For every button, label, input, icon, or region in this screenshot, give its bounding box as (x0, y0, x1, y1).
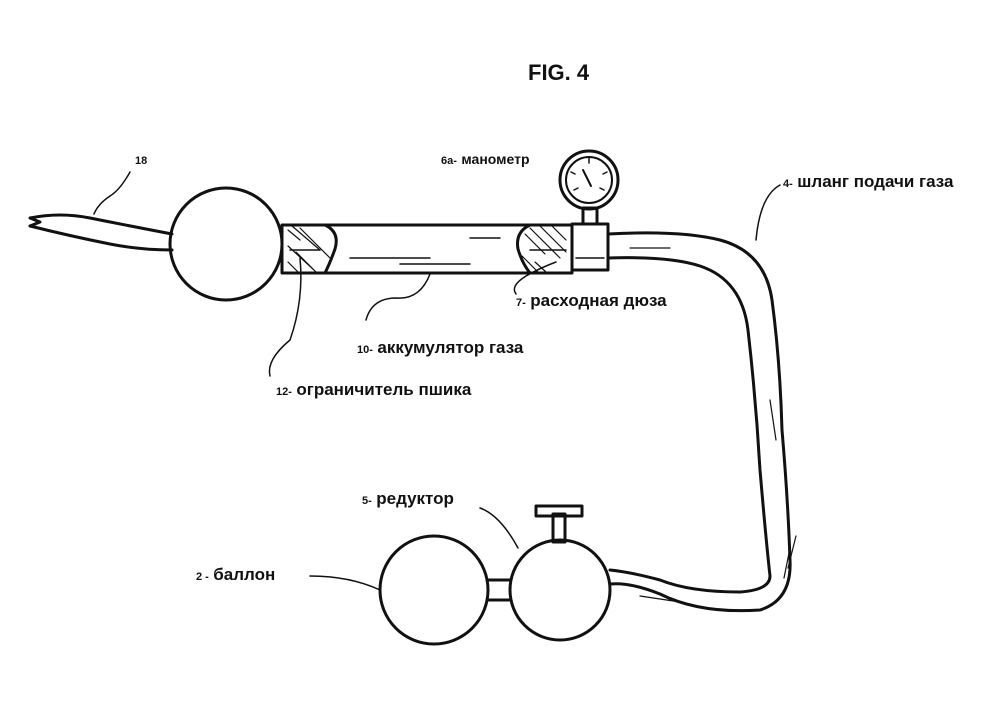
label-reducer-num: 5- (362, 495, 372, 507)
gauge-dial (558, 149, 620, 211)
leader-2 (309, 575, 381, 591)
label-cylinder-text: баллон (213, 565, 276, 584)
label-gauge: 6a- манометр (441, 152, 530, 168)
figure-title: FIG. 4 (528, 60, 590, 85)
label-reducer-text: редуктор (376, 489, 454, 508)
label-cylinder-num: 2 - (196, 571, 209, 583)
label-nozzle: 7- расходная дюза (516, 292, 667, 310)
gauge-needle (582, 169, 592, 187)
hose-tip (28, 213, 174, 236)
supply-hose-lower (606, 256, 772, 594)
nozzle-insert (516, 223, 570, 275)
reducer-ball (508, 538, 612, 642)
leader-5 (479, 507, 519, 549)
label-nozzle-text: расходная дюза (530, 291, 667, 310)
cylinder-ball (378, 534, 490, 646)
label-hose-num: 4- (783, 178, 793, 190)
supply-hose-upper (606, 231, 792, 613)
label-limiter-text: ограничитель пшика (296, 380, 472, 399)
label-gauge-text: манометр (461, 151, 530, 167)
label-accumulator: 10- аккумулятор газа (357, 339, 523, 357)
hose-tip-lower (28, 224, 174, 252)
leader-7 (513, 261, 557, 295)
neck (485, 578, 512, 602)
label-reducer: 5- редуктор (362, 490, 454, 508)
gauge-dial-inner (565, 156, 613, 204)
leader-12 (268, 257, 302, 377)
label-accumulator-text: аккумулятор газа (377, 338, 524, 357)
label-18: 18 (135, 155, 148, 167)
label-gauge-num: 6a- (441, 155, 457, 167)
reducer-stem (551, 512, 567, 544)
leader-4 (755, 184, 781, 241)
leader-10 (365, 273, 431, 321)
label-cylinder: 2 - баллон (196, 566, 275, 584)
coupling (570, 222, 610, 272)
label-accumulator-num: 10- (357, 344, 373, 356)
label-nozzle-num: 7- (516, 297, 526, 309)
label-limiter-num: 12- (276, 386, 292, 398)
label-limiter: 12- ограничитель пшика (276, 381, 471, 399)
label-hose-text: шланг подачи газа (797, 172, 954, 191)
label-hose: 4- шланг подачи газа (783, 173, 953, 191)
leader-18 (93, 171, 131, 215)
left-ball (168, 186, 284, 302)
reducer-knob (534, 504, 584, 518)
